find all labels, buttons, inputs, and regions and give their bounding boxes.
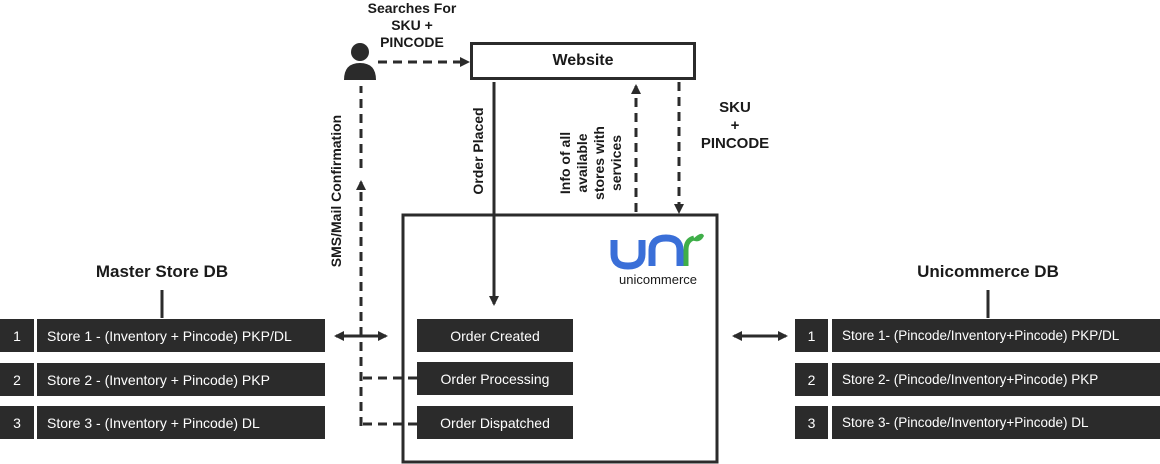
unicommerce-db-row-num: 1 [795,319,828,352]
order-dispatched-label: Order Dispatched [440,414,550,431]
unicommerce-db-title: Unicommerce DB [917,262,1059,281]
master-db-row-num: 3 [0,406,34,439]
unicommerce-db-row-num: 2 [795,363,828,396]
unicommerce-logo-text: unicommerce [618,272,698,287]
order-dispatched-box[interactable]: Order Dispatched [417,406,573,439]
unicommerce-logo: unicommerce [610,230,706,290]
sku-pincode-line: + [730,117,740,134]
website-box[interactable]: Website [470,42,696,80]
order-created-label: Order Created [450,327,540,344]
store-info-label: Info of all available stores with servic… [557,103,627,223]
search-label-line: Searches For [367,0,457,16]
sku-pincode-line: SKU [719,99,751,116]
sku-pincode-label: SKU + PINCODE [690,99,780,153]
website-label: Website [552,52,614,69]
unicommerce-db-row[interactable]: Store 1- (Pincode/Inventory+Pincode) PKP… [832,319,1160,352]
search-label-line: PINCODE [380,34,444,50]
order-processing-box[interactable]: Order Processing [417,362,573,395]
sms-confirmation-label: SMS/Mail Confirmation [328,114,344,268]
unicommerce-box [401,213,719,464]
master-db-row-num: 2 [0,363,34,396]
order-created-box[interactable]: Order Created [417,319,573,352]
search-label-line: SKU + [391,17,433,33]
store-info-line: Info of all [557,131,573,195]
order-placed-label: Order Placed [470,107,486,195]
order-processing-label: Order Processing [440,370,550,387]
unicommerce-db-row[interactable]: Store 3- (Pincode/Inventory+Pincode) DL [832,406,1160,439]
user-icon [344,43,376,80]
store-info-line: available [574,133,590,193]
master-db-row[interactable]: Store 1 - (Inventory + Pincode) PKP/DL [37,319,325,352]
search-label: Searches For SKU + PINCODE [352,0,472,51]
store-info-line: stores with [591,126,607,200]
master-db-row-num: 1 [0,319,34,352]
sku-pincode-line: PINCODE [700,135,770,152]
master-db-row[interactable]: Store 3 - (Inventory + Pincode) DL [37,406,325,439]
master-db-title: Master Store DB [95,262,229,281]
master-db-row[interactable]: Store 2 - (Inventory + Pincode) PKP [37,363,325,396]
unicommerce-logo-icon [610,233,704,270]
unicommerce-db-row[interactable]: Store 2- (Pincode/Inventory+Pincode) PKP [832,363,1160,396]
store-info-line: services [608,134,624,192]
unicommerce-db-row-num: 3 [795,406,828,439]
